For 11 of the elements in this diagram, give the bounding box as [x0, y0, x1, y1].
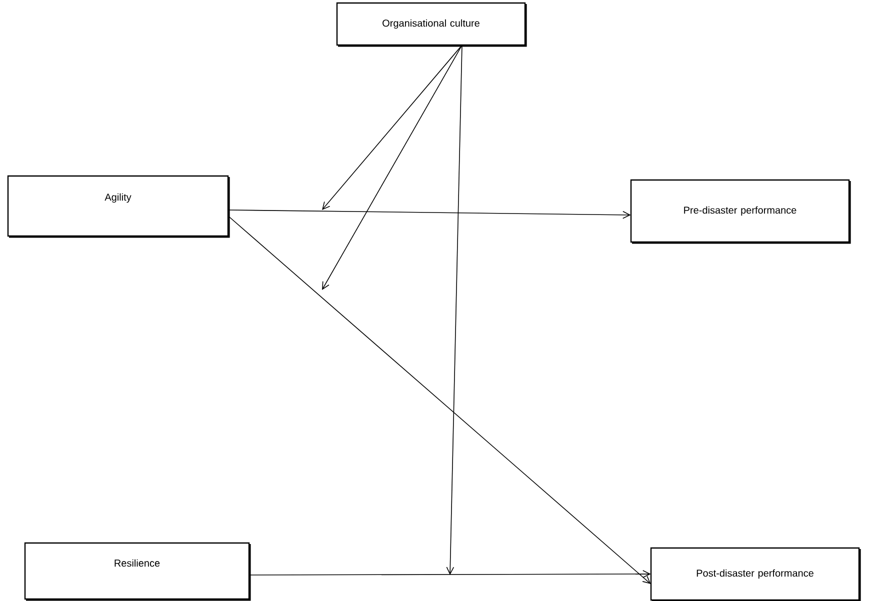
- arrow: [322, 44, 462, 290]
- arrow: [228, 216, 651, 584]
- variable-box: Agility: [7, 175, 230, 238]
- variable-box: Post-disaster performance: [650, 547, 861, 601]
- arrow: [248, 570, 651, 578]
- variable-box: Organisational culture: [336, 2, 527, 47]
- arrow: [446, 44, 462, 575]
- variable-box: Pre-disaster performance: [630, 179, 851, 244]
- arrow: [322, 44, 462, 210]
- arrow: [228, 210, 631, 219]
- variable-box: Resilience: [24, 542, 251, 601]
